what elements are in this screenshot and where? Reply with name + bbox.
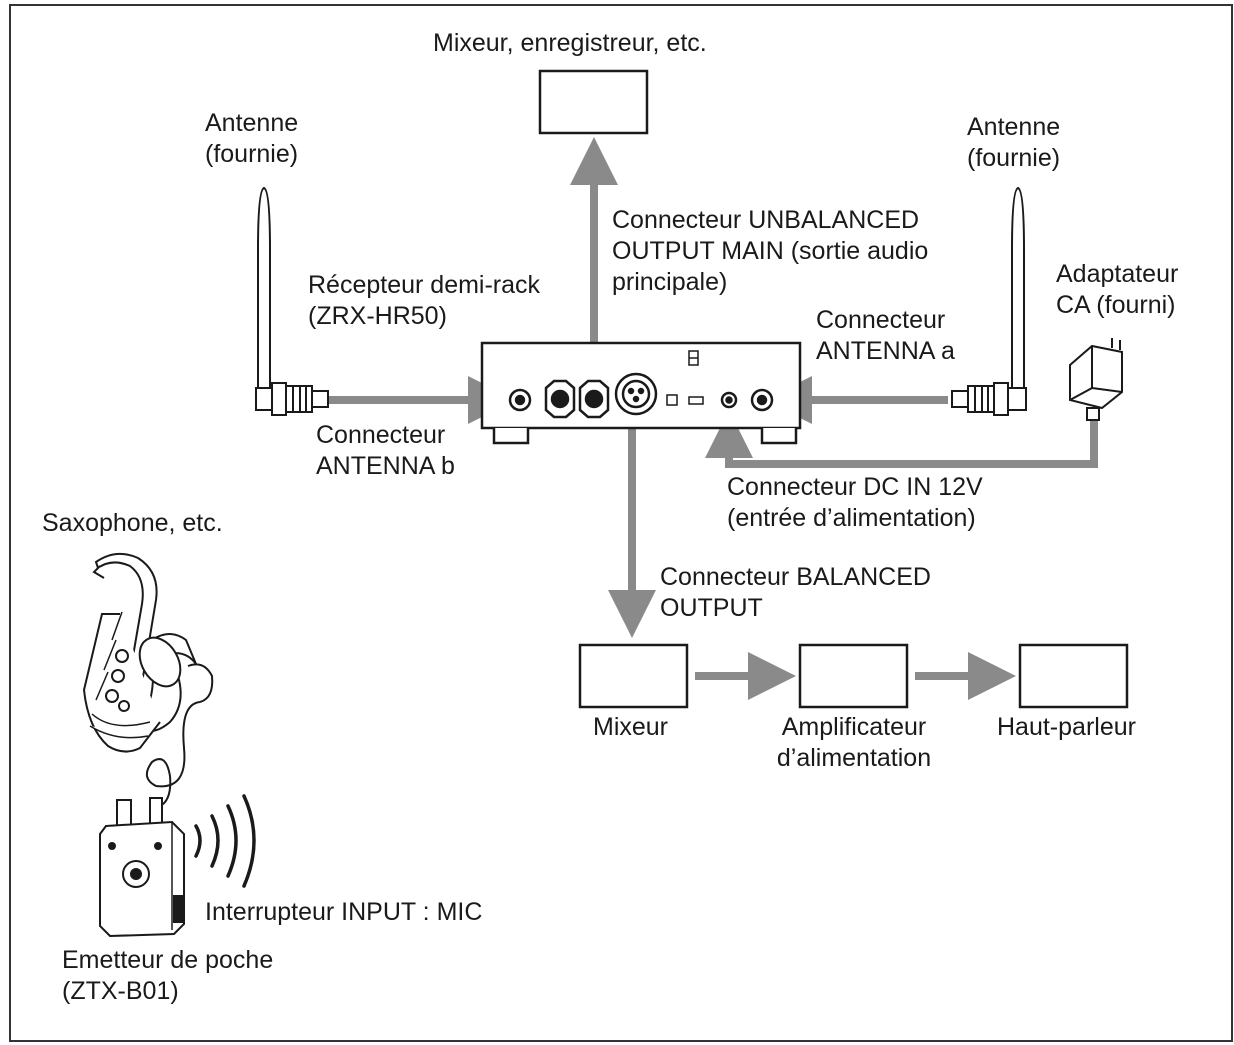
antenna-icon: [255, 186, 329, 416]
saxophone-icon: [82, 552, 214, 807]
transmitter-label: Emetteur de poche(ZTX-B01): [62, 946, 274, 1005]
wireless-signal-icon: [194, 794, 256, 888]
mixer-recorder-box: [538, 69, 649, 135]
antenna-icon: [951, 186, 1027, 416]
amplifier-box: [798, 643, 909, 709]
receiver-unit-icon: [480, 341, 802, 445]
arrow-dc-in: [705, 410, 1098, 468]
mixer-box: [578, 643, 689, 709]
antenna-right-label: Antenne(fournie): [967, 113, 1061, 172]
mixer-label: Mixeur: [593, 713, 669, 741]
mixer-recorder-label: Mixeur, enregistreur, etc.: [433, 29, 707, 57]
bodypack-transmitter-icon: [99, 797, 185, 938]
dc-in-label: Connecteur DC IN 12V(entrée d’alimentati…: [727, 473, 983, 532]
ac-adapter-icon: [1069, 338, 1123, 421]
speaker-label: Haut-parleur: [997, 713, 1136, 741]
speaker-box: [1018, 643, 1129, 709]
input-switch-label: Interrupteur INPUT : MIC: [205, 898, 483, 926]
diagram-frame: [9, 4, 1233, 1042]
antenna-left-label: Antenne(fournie): [205, 109, 299, 168]
receiver-label: Récepteur demi-rack(ZRX-HR50): [308, 271, 541, 330]
saxophone-label: Saxophone, etc.: [42, 509, 223, 537]
